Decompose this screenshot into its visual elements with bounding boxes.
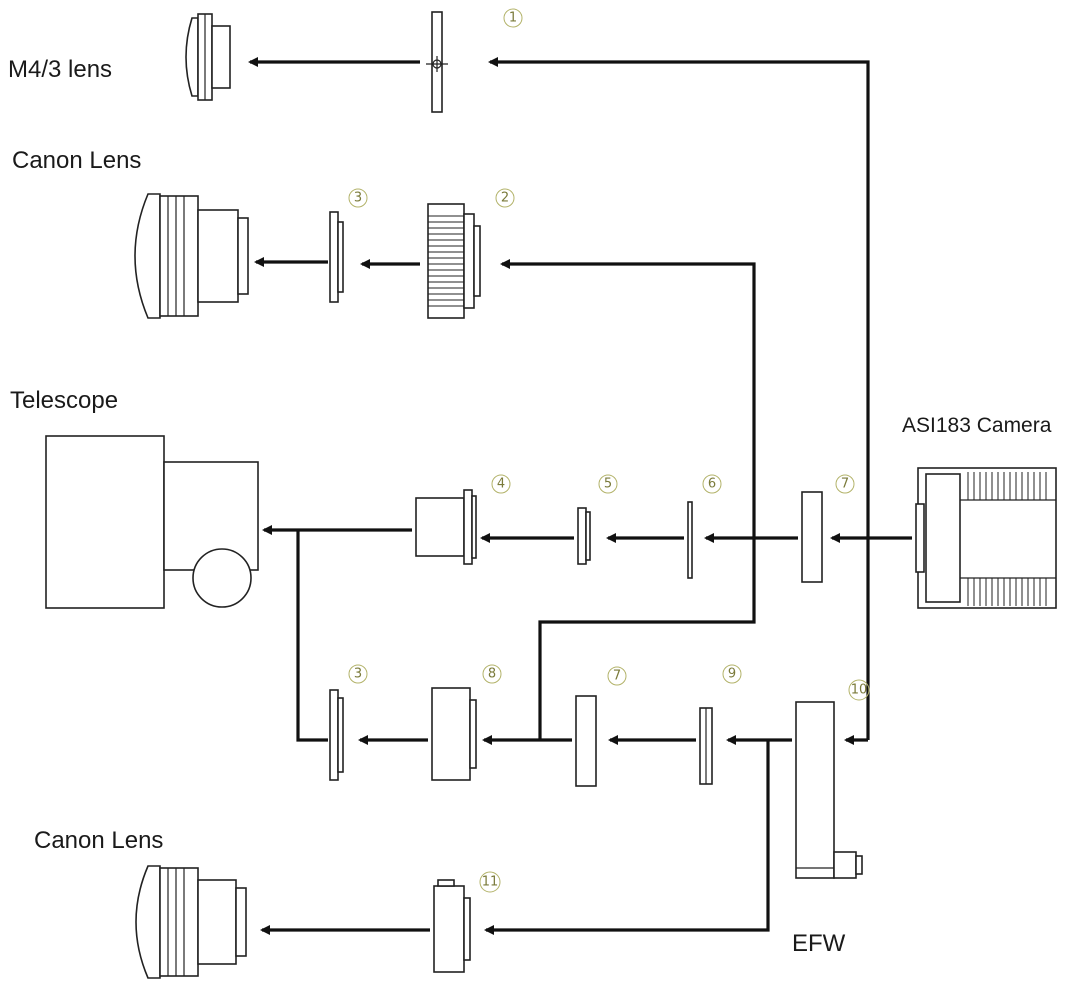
part-11-adapter	[433, 879, 471, 973]
svg-text:6: 6	[708, 477, 716, 492]
svg-text:3: 3	[354, 667, 362, 682]
connection-lines	[248, 57, 912, 935]
telescope	[45, 435, 259, 609]
svg-text:11: 11	[482, 875, 499, 890]
svg-text:3: 3	[354, 191, 362, 206]
svg-text:10: 10	[851, 683, 868, 698]
svg-text:1: 1	[509, 11, 517, 26]
asi183-camera	[915, 467, 1057, 609]
part-8-adapter	[431, 687, 477, 781]
canon-lens-top-label: Canon Lens	[12, 147, 141, 174]
camera-label: ASI183 Camera	[902, 414, 1052, 437]
efw-label: EFW	[792, 930, 846, 957]
part-number-7-top: 7	[835, 474, 855, 494]
svg-text:7: 7	[613, 669, 621, 684]
part-number-9: 9	[722, 664, 742, 684]
part-number-3-top: 3	[348, 188, 368, 208]
part-7-top-spacer	[801, 491, 823, 583]
part-number-10: 10	[848, 679, 870, 701]
svg-text:9: 9	[728, 667, 736, 682]
part-3-bottom-adapter	[329, 689, 344, 781]
svg-text:2: 2	[501, 191, 509, 206]
svg-text:7: 7	[841, 477, 849, 492]
svg-text:5: 5	[604, 477, 612, 492]
efw	[795, 701, 863, 879]
m43-lens	[185, 13, 231, 101]
part-7-bottom-spacer	[575, 695, 597, 787]
part-2-adapter	[427, 203, 481, 319]
canon-lens-bottom	[135, 865, 247, 979]
canon-lens-bottom-label: Canon Lens	[34, 827, 163, 854]
m43-lens-label: M4/3 lens	[8, 56, 112, 83]
part-number-6: 6	[702, 474, 722, 494]
part-number-2: 2	[495, 188, 515, 208]
svg-text:4: 4	[497, 477, 505, 492]
part-number-8: 8	[482, 664, 502, 684]
part-number-3-bottom: 3	[348, 664, 368, 684]
part-number-11: 11	[479, 871, 501, 893]
part-1-adapter	[426, 11, 448, 113]
part-number-1: 1	[503, 8, 523, 28]
part-number-5: 5	[598, 474, 618, 494]
part-number-7-bottom: 7	[607, 666, 627, 686]
canon-lens-top	[134, 193, 249, 319]
part-5-spacer	[577, 507, 591, 565]
svg-text:8: 8	[488, 667, 496, 682]
part-4-adapter	[415, 489, 477, 565]
part-9-spacer	[699, 707, 713, 785]
part-3-top-adapter	[329, 211, 344, 303]
part-6-filter	[687, 501, 693, 579]
telescope-label: Telescope	[10, 387, 118, 414]
part-number-4: 4	[491, 474, 511, 494]
